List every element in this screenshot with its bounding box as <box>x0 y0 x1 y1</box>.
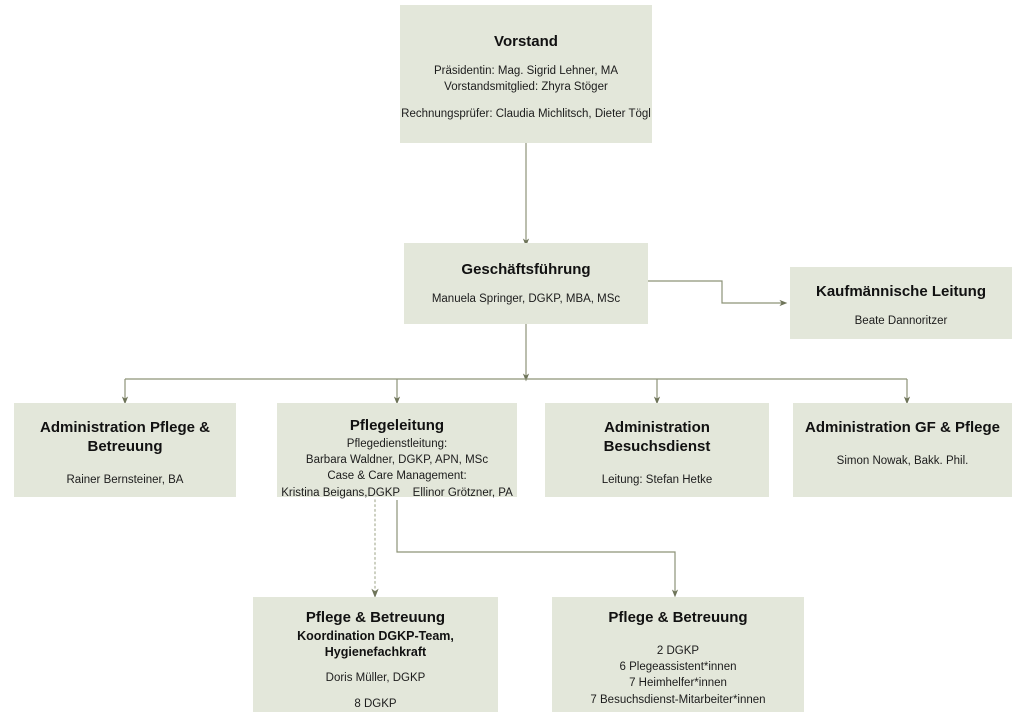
node-line: 7 Besuchsdienst-Mitarbeiter*innen <box>590 693 766 706</box>
node-admin-pflege-betreuung[interactable]: Administration Pflege & Betreuung Rainer… <box>14 403 236 497</box>
node-pflege-betreuung-team[interactable]: Pflege & Betreuung 2 DGKP 6 Plegeassiste… <box>552 597 804 712</box>
node-line: Leitung: Stefan Hetke <box>601 473 713 486</box>
node-line: 7 Heimhelfer*innen <box>629 677 727 690</box>
node-line: Kristina Beigans,DGKP Ellinor Grötzner, … <box>281 486 513 499</box>
node-pflegeleitung[interactable]: Pflegeleitung Pflegedienstleitung: Barba… <box>277 403 517 499</box>
node-line: Doris Müller, DGKP <box>325 671 426 684</box>
node-line: Case & Care Management: <box>327 470 467 483</box>
node-line: Manuela Springer, DGKP, MBA, MSc <box>431 292 621 305</box>
node-body: Präsidentin: Mag. Sigrid Lehner, MA Vors… <box>434 63 618 96</box>
node-line: Präsidentin: Mag. Sigrid Lehner, MA <box>433 64 619 77</box>
node-line: Rainer Bernsteiner, BA <box>66 473 184 486</box>
node-title: Vorstand <box>494 33 558 50</box>
node-title: Geschäftsführung <box>461 261 591 278</box>
node-vorstand[interactable]: Vorstand Präsidentin: Mag. Sigrid Lehner… <box>400 5 652 143</box>
node-body: 2 DGKP 6 Plegeassistent*innen 7 Heimhelf… <box>590 643 765 708</box>
node-line: Beate Dannoritzer <box>854 314 948 327</box>
node-title: Administration GF & Pflege <box>804 419 1000 436</box>
node-body: Pflegedienstleitung: Barbara Waldner, DG… <box>281 436 513 501</box>
node-subtitle: Koordination DGKP-Team, Hygienefachkraft <box>297 628 454 659</box>
node-line: Pflegedienstleitung: <box>346 437 448 450</box>
node-title: Pflegeleitung <box>349 417 445 434</box>
node-line: Vorstandsmitglied: Zhyra Stöger <box>444 81 608 94</box>
node-title: Pflege & Betreuung <box>608 609 748 626</box>
node-line: Barbara Waldner, DGKP, APN, MSc <box>305 454 489 467</box>
node-line: 6 Plegeassistent*innen <box>619 661 737 674</box>
node-title: Administration Pflege & Betreuung <box>39 419 211 455</box>
node-title: Administration Besuchsdienst <box>603 419 711 455</box>
node-kaufmaennische-leitung[interactable]: Kaufmännische Leitung Beate Dannoritzer <box>790 267 1012 339</box>
edge-geschaeftsfuehrung-to-kaufmaennische-leitung <box>648 280 788 307</box>
node-title: Kaufmännische Leitung <box>815 283 987 300</box>
node-title: Pflege & Betreuung <box>305 609 446 626</box>
node-line: Rechnungsprüfer: Claudia Michlitsch, Die… <box>401 108 651 121</box>
node-line: 2 DGKP <box>656 644 700 657</box>
node-pflege-betreuung-koordination[interactable]: Pflege & Betreuung Koordination DGKP-Tea… <box>253 597 498 712</box>
node-admin-gf-pflege[interactable]: Administration GF & Pflege Simon Nowak, … <box>793 403 1012 497</box>
node-geschaeftsfuehrung[interactable]: Geschäftsführung Manuela Springer, DGKP,… <box>404 243 648 324</box>
node-line: 8 DGKP <box>354 697 397 710</box>
node-line: Simon Nowak, Bakk. Phil. <box>836 454 969 467</box>
node-admin-besuchsdienst[interactable]: Administration Besuchsdienst Leitung: St… <box>545 403 769 497</box>
edge-pflegeleitung-to-team <box>396 500 679 598</box>
